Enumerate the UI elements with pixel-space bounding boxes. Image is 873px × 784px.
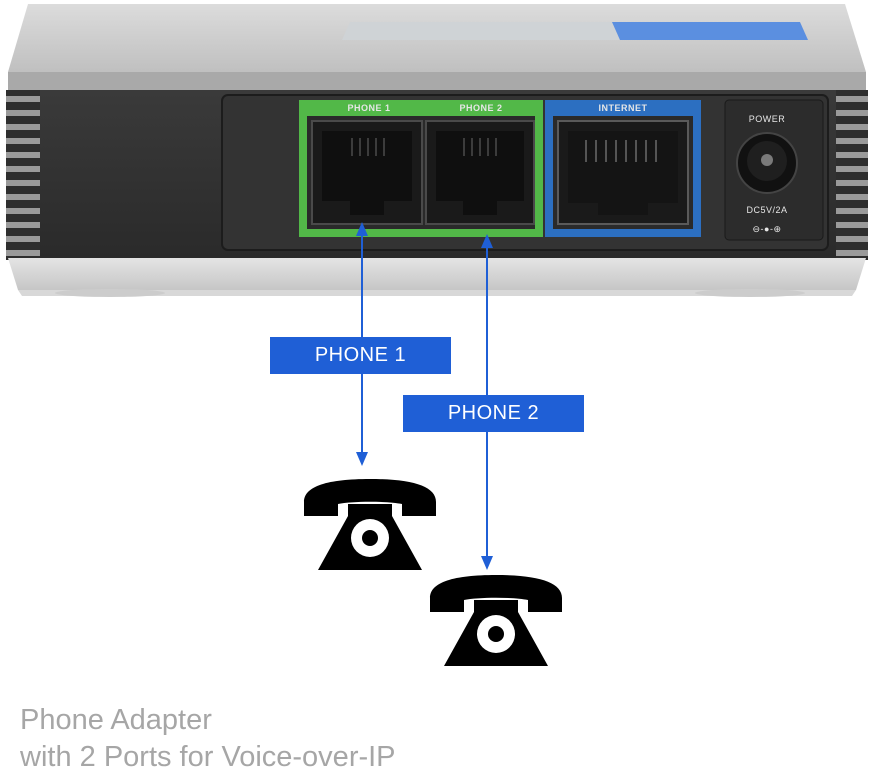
telephone-icon xyxy=(304,479,436,570)
caption: Phone Adapter with 2 Ports for Voice-ove… xyxy=(20,702,396,776)
phone-ports: PHONE 1 PHONE 2 xyxy=(299,100,543,237)
phone1-callout: PHONE 1 xyxy=(270,337,451,374)
internet-port-label: INTERNET xyxy=(599,103,648,113)
caption-line-1: Phone Adapter xyxy=(20,704,212,736)
power-port: POWER DC5V/2A ⊖-●-⊕ xyxy=(724,99,824,241)
right-vent xyxy=(834,90,868,260)
polarity-symbol: ⊖-●-⊕ xyxy=(752,224,781,234)
phone2-jack xyxy=(425,120,535,225)
telephone-icon xyxy=(430,575,562,666)
internet-port: INTERNET xyxy=(545,100,701,237)
phone1-jack xyxy=(311,120,423,225)
power-label: POWER xyxy=(749,114,786,124)
phone1-port-label: PHONE 1 xyxy=(347,103,390,113)
phone2-port-label: PHONE 2 xyxy=(459,103,502,113)
power-rating: DC5V/2A xyxy=(746,205,787,215)
phone2-callout: PHONE 2 xyxy=(403,395,584,432)
left-vent xyxy=(6,90,40,260)
right-foot xyxy=(695,289,805,297)
caption-line-2: with 2 Ports for Voice-over-IP xyxy=(20,741,396,773)
left-foot xyxy=(55,289,165,297)
